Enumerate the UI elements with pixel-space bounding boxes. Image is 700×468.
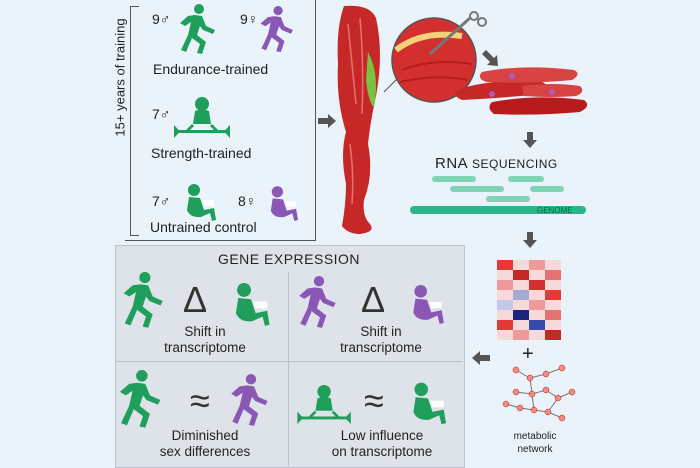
endurance-label: Endurance-trained [153, 61, 269, 77]
gene-expression-title: GENE EXPRESSION [217, 251, 361, 267]
muscle-fibers-illustration [454, 67, 588, 115]
rna-sequencing-label: RNA SEQUENCING [435, 155, 558, 172]
expression-heatmap [497, 260, 561, 340]
leg-muscle-illustration [337, 5, 380, 234]
untrained-label: Untrained control [150, 219, 257, 235]
cell1-delta-symbol: Δ [183, 279, 208, 320]
untrained-male-count: 7♂ [152, 193, 171, 209]
groups-panel [125, 0, 316, 241]
untrained-female-sitter-icon [270, 186, 298, 221]
arrow-diagonal-icon [482, 50, 498, 66]
training-years-label: 15+ years of training [112, 18, 128, 137]
cell4-sitter-icon [413, 382, 446, 425]
sequencing-reads-illustration [410, 176, 586, 214]
metabolic-network-illustration [502, 364, 576, 422]
cell1-sitter-icon [235, 283, 270, 326]
muscle-biopsy-illustration [383, 11, 487, 103]
arrow-right-icon [318, 114, 336, 128]
untrained-male-sitter-icon [187, 184, 216, 221]
arrow-left-icon [472, 351, 490, 365]
strength-lifter-icon [174, 97, 230, 138]
endurance-female-count: 9♀ [240, 11, 259, 27]
endurance-female-runner-icon [260, 6, 293, 53]
cell3-male-runner-icon [119, 370, 161, 428]
endurance-male-count: 9♂ [152, 11, 171, 27]
untrained-female-count: 8♀ [238, 193, 257, 209]
cell3-approx-symbol: ≈ [190, 380, 210, 421]
strength-label: Strength-trained [151, 145, 252, 161]
cell2-runner-icon [299, 276, 336, 328]
cell1-runner-icon [123, 272, 163, 328]
plus-sign: + [522, 343, 534, 365]
cell2-delta-symbol: Δ [361, 279, 386, 320]
cell4-lifter-icon [297, 384, 351, 425]
arrow-down-icon-1 [523, 132, 537, 148]
endurance-male-runner-icon [180, 4, 215, 54]
panel-left-bracket [130, 6, 139, 236]
arrow-down-icon-2 [523, 232, 537, 248]
panel-divider-horizontal [115, 361, 463, 362]
strength-male-count: 7♂ [152, 106, 171, 122]
panel-divider-vertical [288, 272, 289, 466]
cell3-female-runner-icon [231, 374, 268, 426]
cell4-approx-symbol: ≈ [364, 380, 384, 421]
cell2-sitter-icon [413, 285, 444, 324]
genome-label: GENOME [537, 206, 573, 215]
